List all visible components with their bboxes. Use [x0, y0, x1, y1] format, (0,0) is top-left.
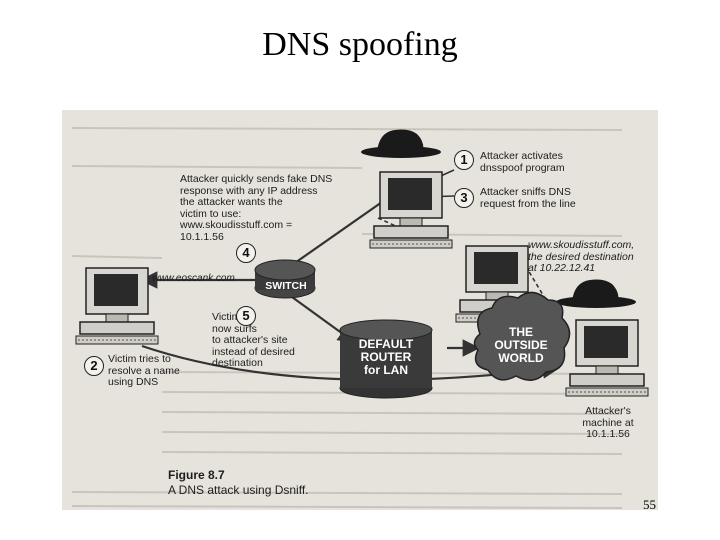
outside-world-cloud — [473, 291, 571, 381]
step-5-badge: 5 — [236, 306, 256, 326]
step-3-badge: 3 — [454, 188, 474, 208]
attacker-machine-computer — [565, 319, 649, 397]
line-switch-to-attacker-top — [291, 201, 383, 266]
page-number: 55 — [643, 497, 656, 512]
step-4-badge: 4 — [236, 243, 256, 263]
figure-number: Figure 8.7 — [168, 468, 225, 482]
victim-computer — [75, 267, 159, 345]
switch-node — [254, 259, 316, 299]
victim-surfs-label: Victim now surfs to attacker's site inst… — [212, 311, 295, 369]
attacker-top-computer — [369, 171, 453, 249]
eoscank-label: www.eoscank.com — [152, 273, 235, 284]
desired-destination-label: www.skoudisstuff.com, the desired destin… — [528, 239, 635, 274]
outside-world-label: THE OUTSIDE WORLD — [494, 325, 548, 365]
step-2-text: Victim tries to resolve a name using DNS — [108, 353, 180, 388]
router-node — [339, 319, 433, 399]
step-3-text: Attacker sniffs DNS request from the lin… — [480, 186, 576, 210]
fake-response-label: Attacker quickly sends fake DNS response… — [180, 173, 333, 243]
arrow-victim-to-attacker-machine — [141, 344, 561, 382]
figure-caption: A DNS attack using Dsniff. — [168, 483, 309, 497]
step-1-badge: 1 — [454, 150, 474, 170]
step-1-text: Attacker activates dnsspoof program — [480, 150, 565, 174]
network-diagram — [62, 110, 658, 510]
slide-title: DNS spoofing — [262, 26, 458, 63]
attacker-machine-label: Attacker's machine at 10.1.1.56 — [582, 405, 634, 440]
switch-label: SWITCH — [265, 280, 307, 292]
router-label: DEFAULT ROUTER for LAN — [358, 337, 414, 377]
step-2-badge: 2 — [84, 356, 104, 376]
figure-scan: SWITCH DEFAULT ROUTER for LAN THE OUTSID… — [62, 110, 658, 510]
